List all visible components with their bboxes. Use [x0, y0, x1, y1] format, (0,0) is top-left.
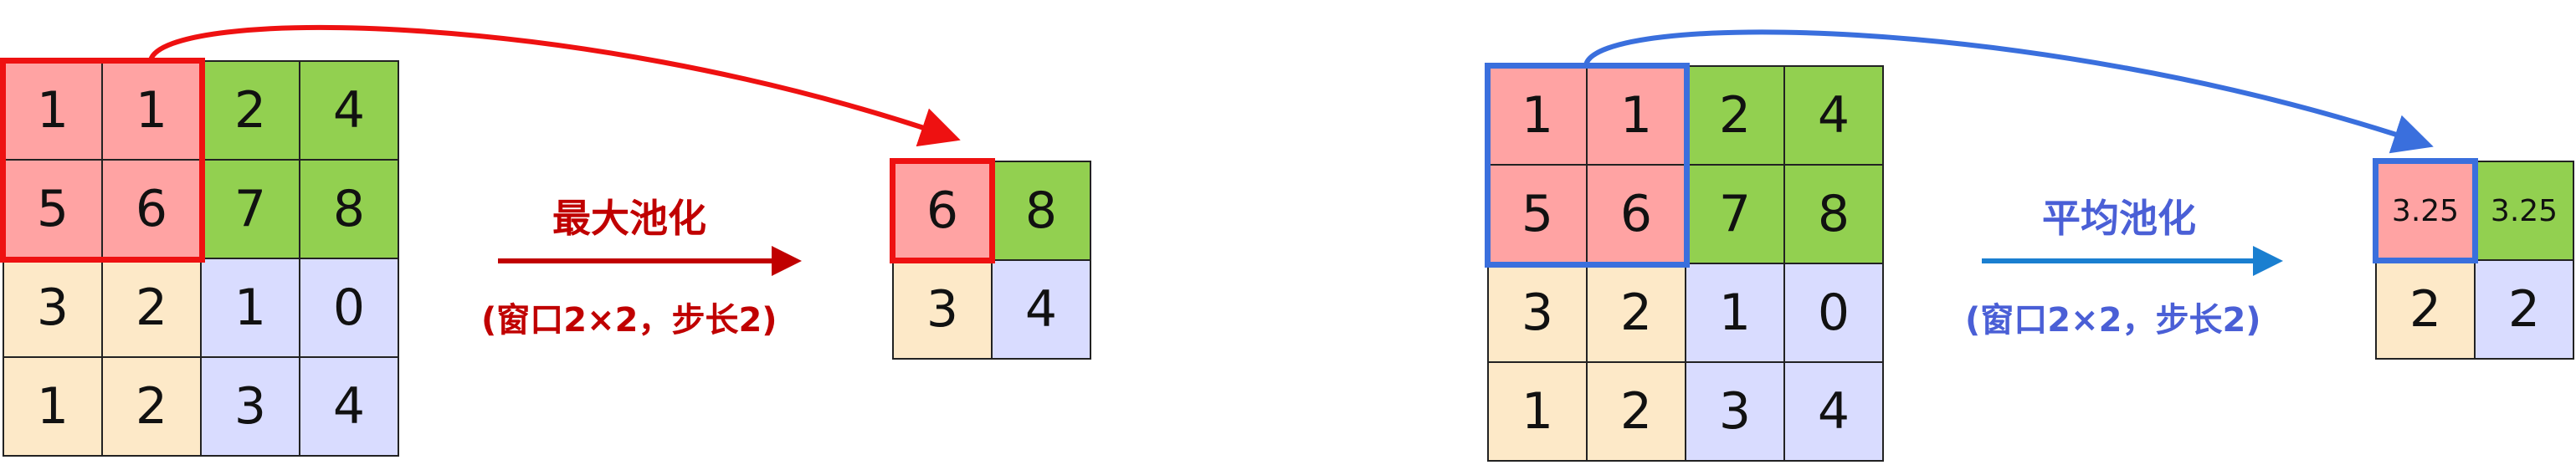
avg-input-cell-r3c1: 3: [1489, 264, 1588, 363]
avg-pool-title: 平均池化: [2042, 196, 2196, 241]
max-input-cell-r4c4: 4: [300, 358, 399, 457]
avg-input-cell-r2c4: 8: [1785, 166, 1884, 264]
max-pool-note: (窗口2×2，步长2): [481, 301, 777, 340]
max-input-cell-r3c4: 0: [300, 259, 399, 358]
max-input-cell-r4c3: 3: [202, 358, 300, 457]
max-input-cell-r2c3: 7: [202, 161, 300, 259]
max-input-cell-r1c1: 1: [4, 62, 103, 161]
avg-input-cell-r4c3: 3: [1686, 363, 1785, 462]
avg-input-cell-r1c1: 1: [1489, 67, 1588, 166]
max-output-cell-r2c2: 4: [993, 261, 1091, 360]
avg-pool-note: (窗口2×2，步长2): [1965, 301, 2261, 340]
avg-input-cell-r4c1: 1: [1489, 363, 1588, 462]
avg-input-cell-r4c4: 4: [1785, 363, 1884, 462]
max-input-cell-r2c1: 5: [4, 161, 103, 259]
avg-input-cell-r1c2: 1: [1588, 67, 1686, 166]
avg-output-cell-r2c2: 2: [2476, 261, 2574, 360]
max-input-cell-r1c4: 4: [300, 62, 399, 161]
max-input-cell-r2c4: 8: [300, 161, 399, 259]
max-input-cell-r3c2: 2: [103, 259, 202, 358]
max-input-cell-r1c3: 2: [202, 62, 300, 161]
avg-output-cell-r1c2: 3.25: [2476, 162, 2574, 261]
avg-input-cell-r2c2: 6: [1588, 166, 1686, 264]
max-pool-title: 最大池化: [552, 196, 706, 241]
avg-input-cell-r3c3: 1: [1686, 264, 1785, 363]
avg-input-cell-r2c3: 7: [1686, 166, 1785, 264]
avg-pool-connector: [1583, 29, 2434, 154]
max-input-cell-r3c1: 3: [4, 259, 103, 358]
max-output-cell-r2c1: 3: [894, 261, 993, 360]
avg-output-cell-r2c1: 2: [2377, 261, 2476, 360]
max-input-cell-r2c2: 6: [103, 161, 202, 259]
max-input-cell-r4c1: 1: [4, 358, 103, 457]
avg-input-cell-r3c2: 2: [1588, 264, 1686, 363]
avg-input-cell-r3c4: 0: [1785, 264, 1884, 363]
max-input-cell-r4c2: 2: [103, 358, 202, 457]
max-input-cell-r3c3: 1: [202, 259, 300, 358]
max-pool-output-grid: 6 8 3 4: [892, 161, 1091, 360]
max-pool-connector: [148, 25, 961, 147]
max-pool-input-grid: 1 1 2 4 5 6 7 8 3 2 1 0 1 2 3 4: [3, 60, 399, 457]
avg-input-cell-r4c2: 2: [1588, 363, 1686, 462]
avg-input-cell-r1c3: 2: [1686, 67, 1785, 166]
avg-output-cell-r1c1: 3.25: [2377, 162, 2476, 261]
max-output-cell-r1c2: 8: [993, 162, 1091, 261]
avg-pool-input-grid: 1 1 2 4 5 6 7 8 3 2 1 0 1 2 3 4: [1487, 65, 1884, 462]
max-input-cell-r1c2: 1: [103, 62, 202, 161]
avg-input-cell-r2c1: 5: [1489, 166, 1588, 264]
avg-input-cell-r1c4: 4: [1785, 67, 1884, 166]
avg-pool-output-grid: 3.25 3.25 2 2: [2375, 161, 2574, 360]
max-output-cell-r1c1: 6: [894, 162, 993, 261]
